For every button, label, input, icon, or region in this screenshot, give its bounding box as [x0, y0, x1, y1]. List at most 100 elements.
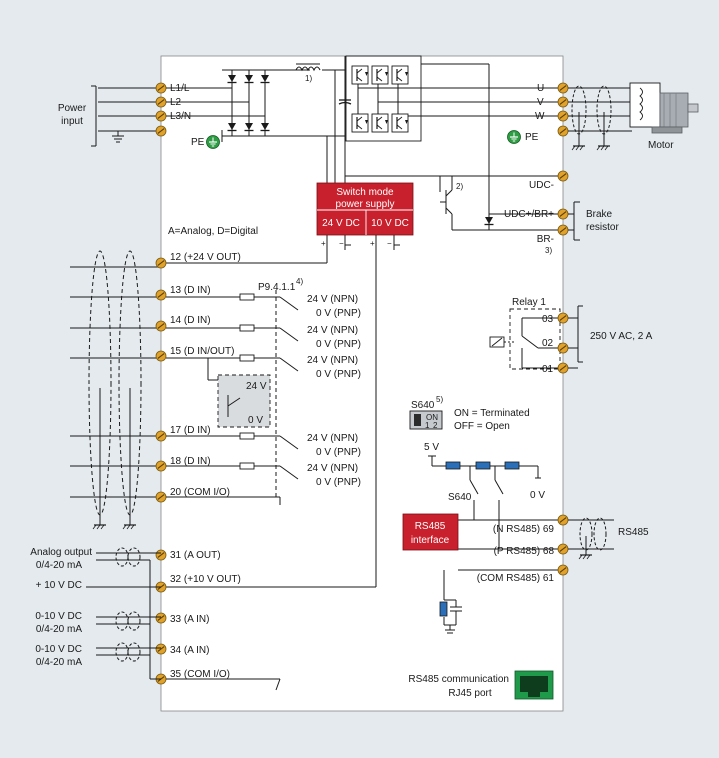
ain34-label-2: 0/4-20 mA — [36, 657, 82, 668]
terminal-68-icon[interactable] — [557, 543, 569, 555]
rs485-block-label-2: interface — [411, 535, 450, 546]
rs485-p-label: (P RS485) 68 — [494, 546, 555, 557]
rs485-cable — [568, 517, 614, 551]
label-pe-output: PE — [525, 132, 539, 143]
rs485-resistor-icon — [504, 461, 520, 470]
rs485-termination-network — [428, 455, 563, 634]
terminal-18-icon[interactable] — [155, 460, 167, 472]
relay-contacts — [504, 317, 563, 369]
label-br-minus: BR- — [537, 234, 554, 245]
terminal-15-icon[interactable] — [155, 350, 167, 362]
rs485-resistor-icon — [475, 461, 491, 470]
terminal-12-label: 12 (+24 V OUT) — [170, 252, 241, 263]
s640-note: 5) — [436, 395, 443, 404]
terminal-17-label: 17 (D IN) — [170, 425, 211, 436]
igbt-icon — [371, 113, 389, 133]
plus10v-label: + 10 V DC — [36, 580, 82, 591]
note-1: 1) — [305, 74, 312, 83]
rs485-com-resistor-icon — [439, 601, 448, 617]
cable-ground-icon — [571, 140, 586, 151]
label-udc-plus: UDC+/BR+ — [504, 209, 554, 220]
analog-wiring — [86, 547, 281, 691]
terminal-14-icon[interactable] — [155, 320, 167, 332]
s640-switch-label: S640 — [448, 492, 472, 503]
terminal-l1-icon[interactable] — [155, 82, 167, 94]
npn-label-14: 24 V (NPN) — [307, 325, 358, 336]
terminal-34-icon[interactable] — [155, 643, 167, 655]
cable-ground-icon — [596, 140, 611, 151]
terminal-relay-03-icon[interactable] — [557, 312, 569, 324]
s640-n1: 1 — [425, 421, 430, 430]
rs485-resistor-icon — [445, 461, 461, 470]
terminal-31-icon[interactable] — [155, 549, 167, 561]
s640-n2: 2 — [433, 421, 438, 430]
s640-on: ON — [426, 413, 438, 422]
terminal-13-label: 13 (D IN) — [170, 285, 211, 296]
relay-03-label: 03 — [542, 314, 554, 325]
pe-ground-input-icon — [205, 134, 221, 150]
igbt-icon — [371, 65, 389, 85]
terminal-l3-icon[interactable] — [155, 110, 167, 122]
dc-capacitor-plate-2 — [338, 101, 352, 105]
terminal-33-icon[interactable] — [155, 612, 167, 624]
shield-ground-icon — [92, 519, 107, 530]
input-resistor-icon — [239, 324, 255, 332]
pnp-label-14: 0 V (PNP) — [316, 339, 361, 350]
terminal-relay-01-icon[interactable] — [557, 362, 569, 374]
terminal-13-icon[interactable] — [155, 289, 167, 301]
terminal-35-label: 35 (COM I/O) — [170, 669, 230, 680]
label-pe-input: PE — [191, 137, 205, 148]
terminal-relay-02-icon[interactable] — [557, 342, 569, 354]
pnp-label-18: 0 V (PNP) — [316, 477, 361, 488]
relay-02-label: 02 — [542, 338, 554, 349]
ain33-label: 0-10 V DC — [35, 611, 82, 622]
terminal-14-label: 14 (D IN) — [170, 315, 211, 326]
terminal-udc-plus-icon[interactable] — [557, 208, 569, 220]
terminal-34-label: 34 (A IN) — [170, 645, 209, 656]
s640-dip-switch-icon[interactable] — [409, 410, 443, 430]
psu-plus-10: + — [370, 239, 375, 248]
dout-0v-label: 0 V — [248, 415, 263, 426]
rj45-label: RS485 communication — [408, 674, 509, 685]
s640-on-text: ON = Terminated — [454, 408, 530, 419]
terminal-u-icon[interactable] — [557, 82, 569, 94]
s640-off-text: OFF = Open — [454, 421, 510, 432]
label-udc-minus: UDC- — [529, 180, 554, 191]
pnp-label-13: 0 V (PNP) — [316, 308, 361, 319]
terminal-udc-minus-icon[interactable] — [557, 170, 569, 182]
terminal-69-icon[interactable] — [557, 514, 569, 526]
input-resistor-icon — [239, 354, 255, 362]
analog-output-label-2: 0/4-20 mA — [36, 560, 82, 571]
analog-output-label: Analog output — [30, 547, 92, 558]
dc-choke-icon — [295, 66, 321, 72]
terminal-20-icon[interactable] — [155, 491, 167, 503]
terminal-18-label: 18 (D IN) — [170, 456, 211, 467]
psu-minus-10: − — [387, 239, 392, 248]
terminal-pe-in-icon[interactable] — [155, 125, 167, 137]
terminal-br-minus-icon[interactable] — [557, 224, 569, 236]
terminal-31-label: 31 (A OUT) — [170, 550, 221, 561]
rj45-port-icon[interactable] — [514, 670, 554, 700]
rs485-block-label: RS485 — [415, 521, 446, 532]
rj45-label-2: RJ45 port — [448, 688, 492, 699]
terminal-l2-icon[interactable] — [155, 96, 167, 108]
terminal-17-icon[interactable] — [155, 430, 167, 442]
terminal-pe-out-icon[interactable] — [557, 125, 569, 137]
power-input-label: Power — [58, 103, 87, 114]
terminal-61-icon[interactable] — [557, 564, 569, 576]
s640-title: S640 — [411, 400, 435, 411]
power-input-label-2: input — [61, 116, 83, 127]
relay-bracket — [568, 305, 583, 369]
brake-resistor-label: Brake — [586, 209, 613, 220]
psu-minus-24: − — [339, 239, 344, 248]
pnp-label-15: 0 V (PNP) — [316, 369, 361, 380]
npn-label-17: 24 V (NPN) — [307, 433, 358, 444]
relay-title: Relay 1 — [512, 297, 546, 308]
rs485-n-label: (N RS485) 69 — [493, 524, 555, 535]
terminal-v-icon[interactable] — [557, 96, 569, 108]
terminal-w-icon[interactable] — [557, 110, 569, 122]
brake-resistor-bracket — [568, 201, 580, 241]
rs485-5v-label: 5 V — [424, 442, 439, 453]
terminal-12-icon[interactable] — [155, 257, 167, 269]
